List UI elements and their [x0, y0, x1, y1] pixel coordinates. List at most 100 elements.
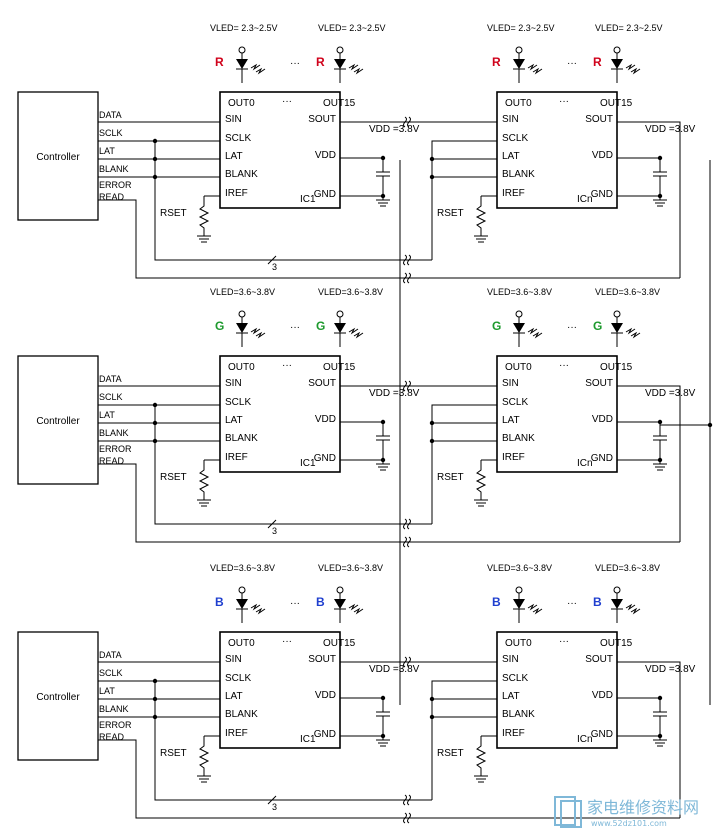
rset-label: RSET: [437, 472, 464, 483]
pin-out15: OUT15: [323, 638, 356, 649]
light-arrow-icon: [532, 67, 543, 75]
pin-blank: BLANK: [225, 433, 258, 444]
sout-wire: [617, 385, 681, 542]
vled-label: VLED=3.6~3.8V: [487, 287, 552, 297]
resistor-icon: [475, 742, 487, 772]
vled-label: VLED= 2.3~2.5V: [210, 23, 278, 33]
light-arrow-icon: [532, 607, 543, 615]
light-arrow-icon: [527, 327, 538, 335]
led-color-letter: B: [492, 595, 501, 609]
bus-slash: [267, 255, 277, 265]
led-icon: [334, 323, 346, 333]
junction-dot: [429, 438, 435, 444]
led-ellipsis: ···: [290, 58, 300, 69]
pin-gnd: GND: [591, 453, 613, 464]
pin-sout: SOUT: [585, 654, 613, 665]
vled-label: VLED= 2.3~2.5V: [318, 23, 386, 33]
pin-out-ellipsis: ···: [559, 96, 569, 107]
ic-name: IC1: [300, 194, 316, 205]
light-arrow-icon: [255, 67, 266, 75]
pin-vdd: VDD: [592, 414, 613, 425]
pin-out-ellipsis: ···: [282, 96, 292, 107]
vled-label: VLED=3.6~3.8V: [318, 287, 383, 297]
pin-lat: LAT: [502, 691, 520, 702]
wire-break-icon: [407, 812, 411, 824]
wire-break-icon: [403, 518, 407, 530]
pin-out15: OUT15: [600, 638, 633, 649]
pin-lat: LAT: [225, 415, 243, 426]
pin-sin: SIN: [502, 378, 519, 389]
led-icon: [236, 323, 248, 333]
resistor-icon: [198, 466, 210, 496]
pin-out0: OUT0: [505, 362, 532, 373]
vled-label: VLED=3.6~3.8V: [210, 287, 275, 297]
pin-out0: OUT0: [505, 98, 532, 109]
bus-width-label: 3: [272, 262, 277, 272]
light-arrow-icon: [255, 607, 266, 615]
bus-wire: [431, 140, 497, 260]
light-arrow-icon: [348, 63, 359, 71]
led-color-letter: G: [593, 319, 602, 333]
driver-ic-box: [496, 355, 618, 473]
terminal-icon: [238, 310, 246, 318]
pin-out0: OUT0: [228, 638, 255, 649]
led-color-letter: G: [316, 319, 325, 333]
pin-out15: OUT15: [600, 98, 633, 109]
pin-lat: LAT: [225, 151, 243, 162]
bus-wire: [154, 681, 432, 801]
led-icon: [513, 59, 525, 69]
led-color-letter: R: [316, 55, 325, 69]
led-icon: [334, 59, 346, 69]
rset-label: RSET: [160, 208, 187, 219]
led-icon: [513, 599, 525, 609]
led-color-letter: R: [593, 55, 602, 69]
terminal-icon: [515, 46, 523, 54]
controller-pin-read: READ: [99, 192, 125, 202]
controller-label: Controller: [36, 416, 80, 427]
controller-pin-blank: BLANK: [99, 704, 129, 714]
vdd-label: VDD =3.8V: [645, 664, 696, 675]
controller-label: Controller: [36, 152, 80, 163]
wire-break-icon: [407, 272, 411, 284]
controller-pin-read: READ: [99, 732, 125, 742]
pin-iref: IREF: [225, 452, 248, 463]
light-arrow-icon: [348, 327, 359, 335]
vled-label: VLED=3.6~3.8V: [595, 563, 660, 573]
led-icon: [513, 323, 525, 333]
terminal-icon: [238, 586, 246, 594]
driver-ic-box: [219, 355, 341, 473]
terminal-icon: [336, 586, 344, 594]
pin-vdd: VDD: [315, 414, 336, 425]
terminal-icon: [613, 310, 621, 318]
pin-blank: BLANK: [502, 169, 535, 180]
pin-out0: OUT0: [228, 98, 255, 109]
controller-pin-sclk: SCLK: [99, 128, 123, 138]
pin-sin: SIN: [502, 654, 519, 665]
pin-out15: OUT15: [323, 98, 356, 109]
pin-sclk: SCLK: [225, 673, 251, 684]
pin-lat: LAT: [502, 151, 520, 162]
junction-dot: [429, 696, 435, 702]
pin-out15: OUT15: [600, 362, 633, 373]
pin-sout: SOUT: [308, 654, 336, 665]
terminal-icon: [613, 46, 621, 54]
led-row-g: ControllerDATASCLKLATBLANKERRORREADOUT0·…: [17, 287, 696, 548]
vled-label: VLED=3.6~3.8V: [318, 563, 383, 573]
terminal-icon: [238, 46, 246, 54]
pin-vdd: VDD: [315, 150, 336, 161]
led-color-letter: R: [215, 55, 224, 69]
light-arrow-icon: [630, 607, 641, 615]
bus-slash: [267, 519, 277, 529]
pin-out-ellipsis: ···: [282, 636, 292, 647]
pin-sout: SOUT: [585, 114, 613, 125]
light-arrow-icon: [625, 603, 636, 611]
pin-gnd: GND: [591, 189, 613, 200]
pin-iref: IREF: [225, 188, 248, 199]
vdd-label: VDD =3.8V: [369, 388, 420, 399]
led-color-letter: G: [215, 319, 224, 333]
led-icon: [334, 599, 346, 609]
wire-break-icon: [407, 380, 411, 392]
wire-break-icon: [403, 380, 407, 392]
controller-pin-read: READ: [99, 456, 125, 466]
pin-out0: OUT0: [228, 362, 255, 373]
